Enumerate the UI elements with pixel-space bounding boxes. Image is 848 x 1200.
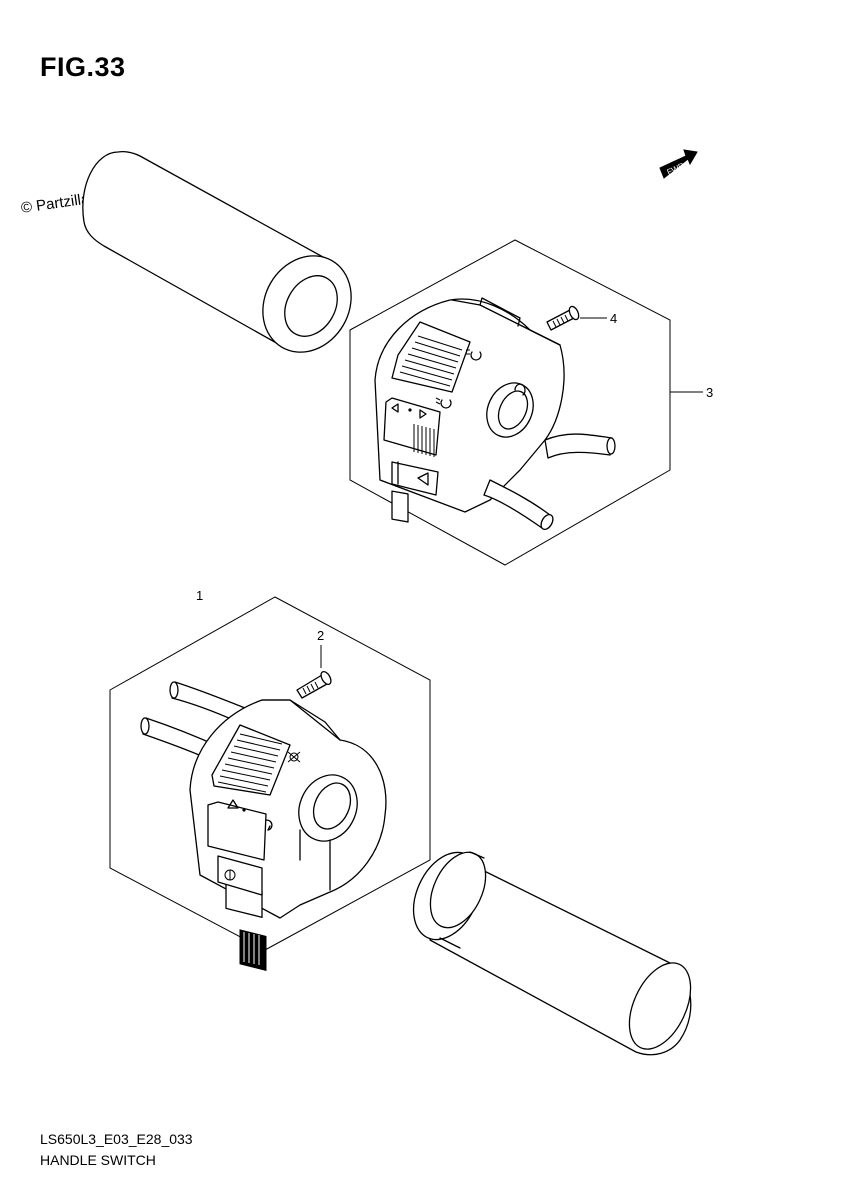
drawing-code: LS650L3_E03_E28_033	[40, 1131, 193, 1147]
left-switch-assembly	[109, 596, 431, 971]
figure-title: FIG.33	[40, 52, 126, 82]
right-switch-assembly	[349, 239, 671, 566]
headlight-high-icon	[466, 349, 482, 361]
callout-1: 1	[196, 588, 203, 603]
fwd-arrow-icon: FWD	[659, 149, 698, 179]
screw-4	[546, 305, 580, 331]
callout-4: 4	[610, 311, 617, 326]
starter-icon	[224, 869, 236, 881]
right-grip	[412, 851, 692, 1056]
screw-2	[296, 670, 332, 699]
engine-stop-icon	[287, 751, 301, 763]
fwd-label: FWD	[665, 161, 686, 177]
headlight-low-icon	[435, 397, 452, 409]
left-grip	[82, 150, 352, 353]
drawing-name: HANDLE SWITCH	[40, 1152, 156, 1168]
callout-3: 3	[706, 385, 713, 400]
horn-icon	[417, 472, 429, 486]
turn-signal-icon	[391, 403, 427, 419]
hazard-icon	[227, 799, 246, 812]
callout-2: 2	[317, 628, 324, 643]
